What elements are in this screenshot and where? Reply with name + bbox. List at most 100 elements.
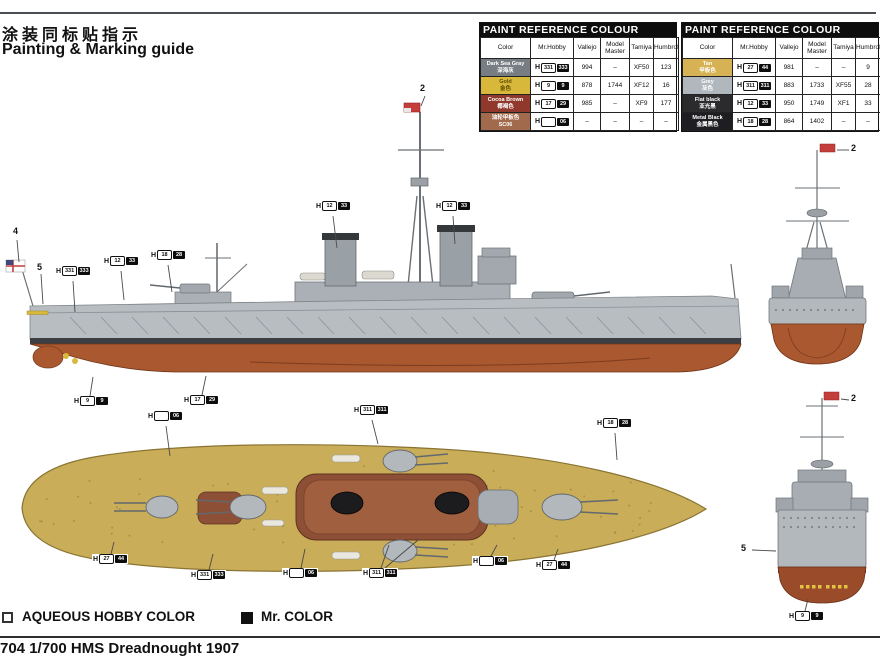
mr-color-code: 33 <box>759 99 772 108</box>
art-shape <box>853 517 855 519</box>
mr-color-code: 06 <box>557 117 570 126</box>
art-shape <box>730 263 736 299</box>
art-shape <box>212 484 215 487</box>
aqueous-code: 331 <box>541 62 557 73</box>
art-shape <box>477 489 519 525</box>
art-shape <box>804 526 806 528</box>
humbrol-cell: – <box>653 112 679 131</box>
art-shape <box>407 195 418 287</box>
art-shape <box>195 511 231 515</box>
mr-color-code: 28 <box>173 251 186 259</box>
art-shape <box>324 237 357 287</box>
mr-color-code: 311 <box>376 406 389 414</box>
art-shape <box>824 309 826 311</box>
chip-prefix: H <box>283 569 289 577</box>
art-shape <box>322 233 359 240</box>
bottom-rule <box>0 636 880 638</box>
art-shape <box>806 208 828 218</box>
aqueous-code: 18 <box>603 418 619 428</box>
art-shape <box>382 539 418 563</box>
callout-number: 5 <box>37 262 43 272</box>
tamiya-cell: XF1 <box>831 94 856 113</box>
mr-color-code: 33 <box>126 257 139 265</box>
art-shape <box>452 215 456 245</box>
art-shape <box>783 517 785 519</box>
chip-prefix: H <box>93 555 99 563</box>
aqueous-code: 12 <box>110 256 126 266</box>
art-shape <box>583 495 586 498</box>
kit-title: 704 1/700 HMS Dreadnought 1907 <box>0 640 240 657</box>
art-shape <box>810 459 834 469</box>
turret <box>114 449 619 563</box>
aqueous-code <box>541 116 557 127</box>
tamiya-cell: – <box>831 58 856 77</box>
art-shape <box>32 345 64 369</box>
paint-table-title: PAINT REFERENCE COLOUR <box>480 23 676 37</box>
chip-prefix: H <box>191 571 197 579</box>
art-shape <box>812 585 816 589</box>
art-shape <box>787 257 847 301</box>
paint-table-title: PAINT REFERENCE COLOUR <box>682 23 878 37</box>
art-shape <box>72 280 76 313</box>
art-shape <box>69 316 87 335</box>
chip-prefix: H <box>473 557 479 565</box>
art-shape <box>768 297 867 325</box>
humbrol-cell: 123 <box>653 58 679 77</box>
color-name-cn: 灰色 <box>701 85 713 92</box>
art-shape <box>31 305 740 314</box>
column-header: Humbrol <box>855 37 880 59</box>
art-shape <box>638 523 641 526</box>
art-shape <box>846 526 848 528</box>
callout-number: 2 <box>420 83 426 93</box>
art-shape <box>249 357 651 366</box>
tamiya-cell: – <box>831 112 856 131</box>
stern-gold-decoration <box>800 585 848 589</box>
art-shape <box>332 215 338 249</box>
art-shape <box>437 225 475 232</box>
chip-prefix: H <box>736 100 743 107</box>
side-hull-copper <box>29 343 742 373</box>
art-shape <box>255 316 273 335</box>
art-shape <box>818 517 820 519</box>
art-shape <box>810 309 812 311</box>
art-shape <box>404 108 411 112</box>
mr-color-code: 333 <box>213 571 226 579</box>
art-shape <box>195 499 231 503</box>
color-name-cn: 金色 <box>499 85 511 92</box>
art-shape <box>838 309 840 311</box>
column-header: Color <box>682 37 733 59</box>
aqueous-code: 9 <box>80 396 96 406</box>
art-shape <box>555 535 558 538</box>
art-shape <box>811 526 813 528</box>
column-header: Vallejo <box>775 37 803 59</box>
art-shape <box>782 309 784 311</box>
aqueous-code <box>154 411 170 421</box>
art-shape <box>806 585 810 589</box>
art-shape <box>832 517 834 519</box>
art-shape <box>138 493 141 496</box>
color-name-cn: SC06 <box>498 121 513 128</box>
art-shape <box>503 316 521 335</box>
art-shape <box>839 517 841 519</box>
art-shape <box>534 316 552 335</box>
vallejo-cell: 994 <box>573 58 601 77</box>
humbrol-cell: 28 <box>855 76 880 95</box>
chip-prefix: H <box>74 397 80 405</box>
column-header: Tamiya <box>629 37 654 59</box>
mr-color-code: 06 <box>305 569 318 577</box>
art-shape <box>414 546 449 550</box>
chip-prefix: H <box>736 64 743 71</box>
